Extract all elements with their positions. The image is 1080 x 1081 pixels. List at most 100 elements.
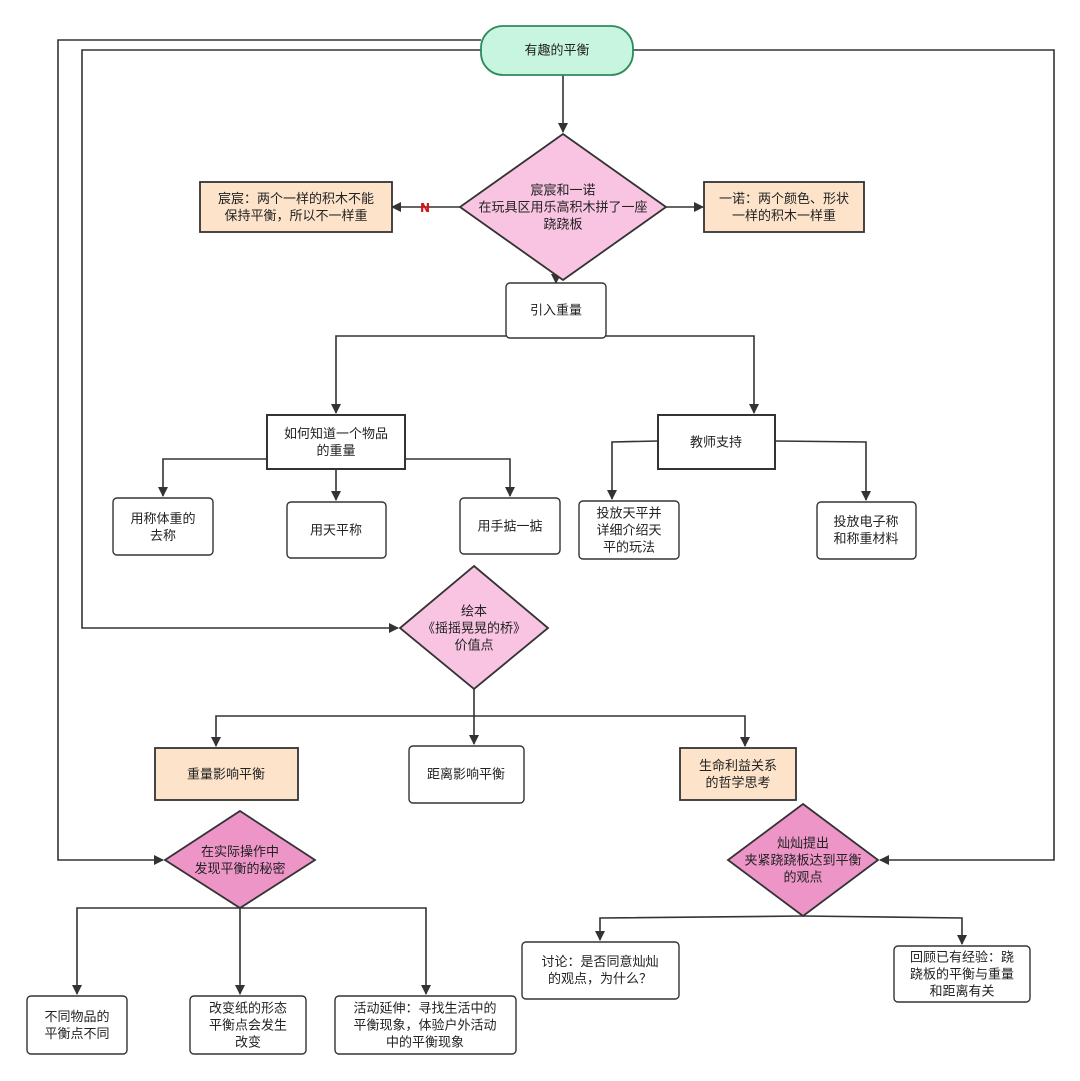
node-life-label: 生命利益关系的哲学思考 (699, 758, 777, 791)
node-start-shape (480, 25, 634, 76)
edge-teacher-to-placeelec (774, 440, 871, 501)
label-line: 平衡点会发生 (209, 1018, 287, 1034)
label-line: 跷板的平衡与重量 (910, 967, 1014, 983)
edge-d2-to-life (474, 715, 750, 747)
edges (57, 39, 1055, 995)
node-teacher-shape (657, 414, 776, 470)
node-right-peach-label: 一诺：两个颜色、形状一样的积木一样重 (719, 191, 849, 224)
node-d3: 在实际操作中发现平衡的秘密 (163, 809, 317, 910)
label-line: 和距离有关 (929, 984, 994, 1000)
node-d4-shape (726, 802, 880, 918)
node-left-peach-label: 宸宸：两个一样的积木不能保持平衡，所以不一样重 (218, 191, 374, 224)
node-hand-label: 用手掂一掂 (477, 520, 542, 535)
node-know-label: 如何知道一个物品的重量 (284, 426, 388, 459)
label-line: 保持平衡，所以不一样重 (224, 208, 367, 224)
edge-know-to-hand (405, 458, 515, 497)
node-teacher-label: 教师支持 (690, 435, 742, 451)
label-line: 《摇摇晃晃的桥》 (422, 621, 526, 637)
label-line: 去称 (150, 529, 176, 544)
node-activity: 活动延伸：寻找生活中的平衡现象，体验户外活动中的平衡现象 (334, 995, 517, 1055)
node-d1: 宸宸和一诺在玩具区用乐高积木拼了一座跷跷板 (458, 132, 668, 282)
label-line: 距离影响平衡 (427, 767, 505, 783)
label-line: 在实际操作中 (201, 844, 279, 860)
node-scale: 用称体重的去称 (112, 497, 214, 556)
label-line: 平衡点不同 (44, 1027, 109, 1042)
label-line: 回顾已有经验：跷 (910, 950, 1014, 966)
node-start-label: 有趣的平衡 (524, 43, 589, 59)
label-line: 的哲学思考 (705, 775, 770, 791)
node-d2: 绘本《摇摇晃晃的桥》价值点 (398, 564, 550, 691)
label-line: 宸宸：两个一样的积木不能 (218, 191, 374, 207)
edge-d3-to-activity (240, 907, 431, 995)
node-place-elec-shape (816, 501, 917, 560)
node-review-label: 回顾已有经验：跷跷板的平衡与重量和距离有关 (910, 950, 1014, 1000)
node-balance-label: 用天平称 (310, 524, 362, 539)
label-line: 改变纸的形态 (209, 1001, 287, 1017)
node-balance-shape (286, 501, 387, 559)
label-line: 的重量 (316, 443, 355, 459)
label-line: 用天平称 (310, 524, 362, 539)
node-life: 生命利益关系的哲学思考 (679, 747, 797, 801)
node-intro-label: 引入重量 (530, 303, 582, 319)
label-line: 灿灿提出 (777, 836, 829, 852)
edge-start-to-d2 (81, 49, 481, 633)
edge-start-to-d4 (633, 49, 1055, 865)
node-discuss-shape (521, 941, 680, 1000)
edge-intro-to-know (331, 335, 506, 414)
node-place-balance-shape (578, 500, 680, 560)
edge-d3-to-diff (72, 907, 240, 995)
node-activity-label: 活动延伸：寻找生活中的平衡现象，体验户外活动中的平衡现象 (353, 1001, 496, 1051)
node-weight-aff: 重量影响平衡 (154, 747, 299, 801)
node-hand-shape (459, 497, 561, 555)
node-place-elec-label: 投放电子称和称重材料 (833, 514, 898, 547)
edge-d2-to-weight (211, 689, 475, 747)
label-line: 的观点，为什么？ (548, 971, 652, 987)
node-left-peach: 宸宸：两个一样的积木不能保持平衡，所以不一样重 (199, 181, 393, 233)
edge-label-no: N (420, 201, 430, 215)
label-line: 生命利益关系 (699, 758, 777, 774)
node-know-shape (266, 414, 406, 470)
node-d2-shape (398, 564, 550, 691)
label-line: 跷跷板 (543, 217, 582, 233)
edge-teacher-to-placebal (607, 440, 659, 500)
node-dist-aff-label: 距离影响平衡 (427, 767, 505, 783)
label-line: 有趣的平衡 (524, 43, 589, 59)
label-line: 投放电子称 (833, 514, 898, 530)
node-place-elec: 投放电子称和称重材料 (816, 501, 917, 560)
node-d4: 灿灿提出夹紧跷跷板达到平衡的观点 (726, 802, 880, 918)
edge-d4-to-discuss (595, 915, 804, 941)
node-place-balance-label: 投放天平并详细介绍天平的玩法 (596, 506, 661, 556)
label-line: 一样的积木一样重 (732, 208, 836, 224)
node-hand: 用手掂一掂 (459, 497, 561, 555)
label-line: 用手掂一掂 (477, 520, 542, 535)
node-discuss: 讨论：是否同意灿灿的观点，为什么？ (521, 941, 680, 1000)
label-line: 的观点 (783, 870, 822, 886)
node-right-peach-shape (703, 181, 865, 233)
edge-intro-to-teacher (606, 335, 759, 414)
node-review: 回顾已有经验：跷跷板的平衡与重量和距离有关 (893, 945, 1031, 1003)
label-line: 活动延伸：寻找生活中的 (353, 1001, 496, 1017)
label-line: 夹紧跷跷板达到平衡 (744, 853, 861, 869)
node-know: 如何知道一个物品的重量 (266, 414, 406, 470)
label-line: 引入重量 (530, 303, 582, 319)
node-review-shape (893, 945, 1031, 1003)
node-dist-aff-shape (408, 745, 525, 804)
node-diff-label: 不同物品的平衡点不同 (44, 1009, 109, 1042)
node-weight-aff-shape (154, 747, 299, 801)
node-diff: 不同物品的平衡点不同 (26, 995, 128, 1055)
label-line: 改变 (235, 1035, 261, 1051)
node-paper: 改变纸的形态平衡点会发生改变 (189, 995, 307, 1055)
node-scale-label: 用称体重的去称 (130, 511, 195, 544)
label-line: 发现平衡的秘密 (194, 861, 285, 877)
label-line: 平衡现象，体验户外活动 (353, 1018, 496, 1034)
node-paper-label: 改变纸的形态平衡点会发生改变 (209, 1001, 287, 1051)
node-left-peach-shape (199, 181, 393, 233)
label-line: 不同物品的 (44, 1009, 109, 1025)
node-d1-label: 宸宸和一诺在玩具区用乐高积木拼了一座跷跷板 (478, 183, 647, 233)
label-line: 详细介绍天 (596, 524, 661, 539)
node-intro: 引入重量 (505, 282, 607, 339)
node-d3-label: 在实际操作中发现平衡的秘密 (194, 844, 285, 877)
node-discuss-label: 讨论：是否同意灿灿的观点，为什么？ (541, 954, 658, 987)
node-activity-shape (334, 995, 517, 1055)
